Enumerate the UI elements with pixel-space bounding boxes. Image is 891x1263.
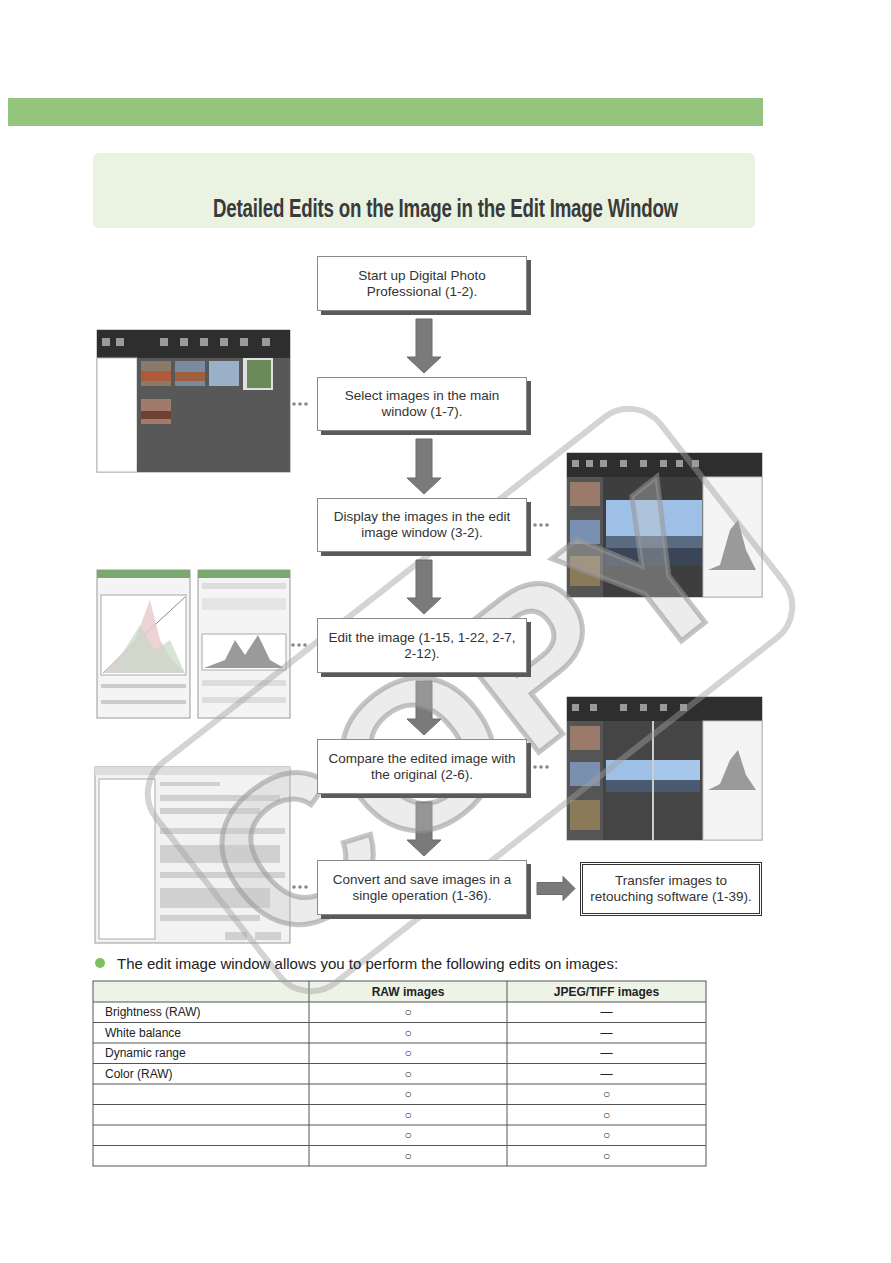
table-cell: ○ <box>309 1046 507 1061</box>
compare-window-screenshot <box>533 697 762 840</box>
table-header: RAW images <box>309 985 507 1000</box>
table-cell: — <box>507 1067 706 1082</box>
tool-palette-screenshots <box>97 570 307 718</box>
table-header: JPEG/TIFF images <box>507 985 706 1000</box>
box-text: Start up Digital Photo Professional (1-2… <box>318 264 526 304</box>
main-window-screenshot <box>97 330 308 472</box>
table-cell: ○ <box>309 1005 507 1020</box>
process-box: Edit the image (1-15, 1-22, 2-7, 2-12). <box>317 618 527 673</box>
reference-box: Transfer images to retouching software (… <box>580 862 762 916</box>
table-cell: ○ <box>507 1087 706 1102</box>
table-cell: ○ <box>309 1067 507 1082</box>
edit-window-screenshot <box>533 453 762 597</box>
table-row-label: Color (RAW) <box>105 1067 173 1082</box>
arrow-shape <box>407 802 441 856</box>
table-cell: ○ <box>507 1149 706 1164</box>
table-cell: — <box>507 1046 706 1061</box>
table-cell: ○ <box>309 1108 507 1123</box>
table-cell: ○ <box>309 1026 507 1041</box>
table-cell: — <box>507 1005 706 1020</box>
table-cell: ○ <box>309 1087 507 1102</box>
table-cell: ○ <box>507 1108 706 1123</box>
batch-dialog-screenshot <box>95 767 308 943</box>
box-text: Convert and save images in a single oper… <box>318 868 526 908</box>
flow-arrow <box>407 560 441 614</box>
arrow-shape <box>537 877 575 901</box>
table-cell: — <box>507 1026 706 1041</box>
bullet-dot <box>95 958 105 968</box>
box-text: Transfer images to retouching software (… <box>583 869 759 909</box>
diagram-title: Detailed Edits on the Image in the Edit … <box>213 193 678 223</box>
process-box: Convert and save images in a single oper… <box>317 860 527 915</box>
process-box: Compare the edited image with the origin… <box>317 739 527 794</box>
table-row-label: Brightness (RAW) <box>105 1005 201 1020</box>
process-box: Select images in the main window (1-7). <box>317 377 527 431</box>
flow-arrow <box>537 877 575 901</box>
box-text: Display the images in the edit image win… <box>318 505 526 545</box>
arrow-shape <box>407 439 441 494</box>
table-grid <box>93 981 706 1166</box>
table-row-label: White balance <box>105 1026 181 1041</box>
flow-arrow <box>407 439 441 494</box>
bullet-note: The edit image window allows you to perf… <box>117 955 618 973</box>
box-text: Compare the edited image with the origin… <box>318 747 526 787</box>
arrow-shape <box>407 560 441 614</box>
box-text: Edit the image (1-15, 1-22, 2-7, 2-12). <box>318 626 526 666</box>
table-cell: ○ <box>507 1128 706 1143</box>
header-band <box>8 98 763 126</box>
title-panel <box>93 153 755 228</box>
table-cell: ○ <box>309 1149 507 1164</box>
flow-arrow <box>407 681 441 735</box>
table-cell: ○ <box>309 1128 507 1143</box>
process-box: Start up Digital Photo Professional (1-2… <box>317 256 527 311</box>
flow-arrow <box>407 802 441 856</box>
box-text: Select images in the main window (1-7). <box>318 384 526 424</box>
process-box: Display the images in the edit image win… <box>317 498 527 552</box>
watermark: COPY <box>171 449 769 981</box>
table-row-label: Dynamic range <box>105 1046 186 1061</box>
arrow-shape <box>407 681 441 735</box>
flow-arrow <box>407 319 441 373</box>
arrow-shape <box>407 319 441 373</box>
